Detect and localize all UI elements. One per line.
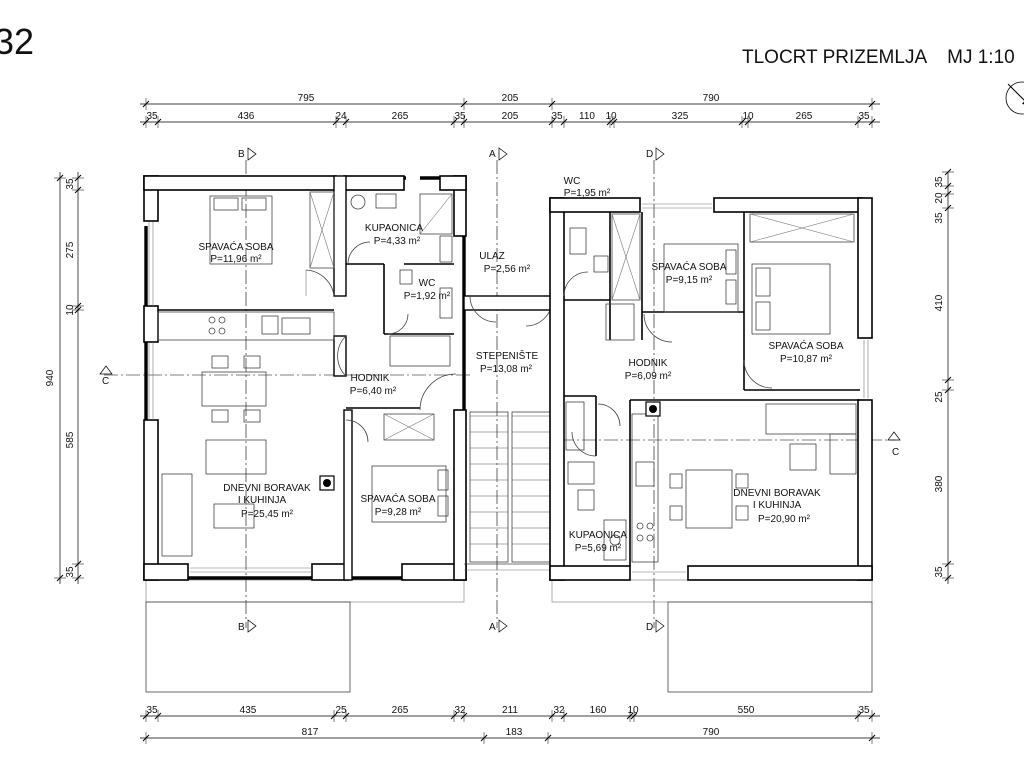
room-spavaca-soba-4-area: P=10,87 m² bbox=[780, 354, 833, 365]
room-kupaonica-2-area: P=5,69 m² bbox=[575, 543, 622, 554]
room-dnevni-1-area: P=25,45 m² bbox=[241, 509, 294, 520]
room-dnevni-1-name-1: DNEVNI BORAVAK bbox=[223, 483, 311, 494]
room-spavaca-soba-2-name: SPAVAĆA SOBA bbox=[360, 492, 435, 505]
room-kupaonica-2-name: KUPAONICA bbox=[569, 530, 627, 541]
page-number: 32 bbox=[0, 21, 35, 62]
chimney-icon bbox=[645, 401, 661, 417]
room-dnevni-2-name-1: DNEVNI BORAVAK bbox=[733, 488, 821, 499]
dim-right-detail-2: 20 bbox=[934, 192, 945, 204]
section-c-right: C bbox=[892, 447, 899, 458]
dim-left-detail-3: 10 bbox=[65, 304, 76, 316]
dim-top-detail-12: 265 bbox=[796, 111, 813, 122]
room-wc-1-name: WC bbox=[419, 278, 436, 289]
dim-bottom-detail-5: 32 bbox=[454, 705, 466, 716]
section-d-top: D bbox=[646, 149, 653, 160]
section-a-bottom: A bbox=[489, 622, 496, 633]
terraces bbox=[145, 579, 873, 693]
room-spavaca-soba-2-area: P=9,28 m² bbox=[375, 507, 422, 518]
dim-top-overall-1: 795 bbox=[298, 93, 315, 104]
dim-top-overall-3: 790 bbox=[703, 93, 720, 104]
top-dimensions: 795 205 790 35 436 24 265 35 205 35 110 … bbox=[140, 93, 880, 128]
room-wc-2-name: WC bbox=[564, 176, 581, 187]
section-b-top: B bbox=[238, 149, 245, 160]
dim-bottom-detail-1: 35 bbox=[146, 705, 158, 716]
dim-bottom-detail-2: 435 bbox=[240, 705, 257, 716]
dim-top-detail-6: 205 bbox=[502, 111, 519, 122]
dim-top-detail-10: 325 bbox=[672, 111, 689, 122]
room-hodnik-2-name: HODNIK bbox=[629, 358, 668, 369]
room-stepeniste-name: STEPENIŠTE bbox=[476, 349, 539, 362]
dim-left-detail-4: 585 bbox=[65, 431, 76, 448]
section-c-left: C bbox=[102, 376, 109, 387]
dim-right-detail-4: 410 bbox=[934, 294, 945, 311]
stair-core bbox=[463, 295, 553, 571]
section-d-bottom: D bbox=[646, 622, 653, 633]
room-spavaca-soba-4-name: SPAVAĆA SOBA bbox=[768, 339, 843, 352]
dim-top-overall-2: 205 bbox=[502, 93, 519, 104]
room-hodnik-1-area: P=6,40 m² bbox=[350, 386, 397, 397]
dim-top-detail-2: 436 bbox=[238, 111, 255, 122]
dim-top-detail-3: 24 bbox=[335, 111, 347, 122]
dim-bottom-detail-4: 265 bbox=[392, 705, 409, 716]
dim-bottom-detail-11: 35 bbox=[858, 705, 870, 716]
right-unit bbox=[549, 197, 873, 581]
dim-right-detail-6: 380 bbox=[934, 475, 945, 492]
dim-bottom-detail-8: 160 bbox=[590, 705, 607, 716]
room-dnevni-2-name-2: I KUHINJA bbox=[753, 500, 802, 511]
dim-bottom-detail-3: 25 bbox=[335, 705, 347, 716]
dim-bottom-detail-7: 32 bbox=[553, 705, 565, 716]
dim-top-detail-7: 35 bbox=[551, 111, 563, 122]
room-wc-1-area: P=1,92 m² bbox=[404, 291, 451, 302]
section-a-top: A bbox=[489, 149, 496, 160]
room-hodnik-2-area: P=6,09 m² bbox=[625, 371, 672, 382]
dim-left-detail-2: 275 bbox=[65, 241, 76, 258]
section-lines: B B A A D D C C bbox=[99, 147, 901, 633]
room-dnevni-1-name-2: I KUHINJA bbox=[238, 495, 287, 506]
dim-left-overall: 940 bbox=[45, 369, 56, 386]
dim-top-detail-1: 35 bbox=[146, 111, 158, 122]
room-ulaz-name: ULAZ bbox=[479, 251, 505, 262]
dim-right-detail-3: 35 bbox=[934, 212, 945, 224]
section-b-bottom: B bbox=[238, 622, 245, 633]
room-kupaonica-1-name: KUPAONICA bbox=[365, 223, 423, 234]
room-hodnik-1-name: HODNIK bbox=[351, 373, 390, 384]
right-dimensions: 35 20 35 410 25 380 35 bbox=[934, 168, 954, 584]
room-spavaca-soba-3-area: P=9,15 m² bbox=[666, 275, 713, 286]
room-labels: SPAVAĆA SOBA P=11,96 m² KUPAONICA P=4,33… bbox=[198, 176, 843, 554]
room-kupaonica-1-area: P=4,33 m² bbox=[374, 236, 421, 247]
left-unit bbox=[143, 175, 467, 581]
dim-bottom-overall-1: 817 bbox=[302, 727, 319, 738]
north-arrow-icon bbox=[1005, 81, 1024, 115]
bottom-dimensions: 35 435 25 265 32 211 32 160 10 550 35 81… bbox=[140, 705, 880, 744]
room-stepeniste-area: P=13,08 m² bbox=[480, 364, 533, 375]
dim-bottom-detail-10: 550 bbox=[738, 705, 755, 716]
chimney-icon bbox=[319, 475, 335, 491]
room-spavaca-soba-1-name: SPAVAĆA SOBA bbox=[198, 240, 273, 253]
dim-top-detail-11: 10 bbox=[742, 111, 754, 122]
dim-top-detail-13: 35 bbox=[858, 111, 870, 122]
dim-top-detail-8: 110 bbox=[579, 111, 595, 122]
dim-bottom-overall-3: 790 bbox=[703, 727, 720, 738]
dim-bottom-detail-9: 10 bbox=[627, 705, 639, 716]
title-scale: MJ 1:10 bbox=[947, 47, 1015, 68]
dim-left-detail-1: 35 bbox=[65, 178, 76, 190]
dim-left-detail-5: 35 bbox=[65, 566, 76, 578]
room-spavaca-soba-3-name: SPAVAĆA SOBA bbox=[651, 260, 726, 273]
title-text: TLOCRT PRIZEMLJA bbox=[742, 47, 928, 68]
dim-bottom-overall-2: 183 bbox=[506, 727, 523, 738]
dim-top-detail-5: 35 bbox=[454, 111, 466, 122]
room-ulaz-area: P=2,56 m² bbox=[484, 264, 531, 275]
room-wc-2-area: P=1,95 m² bbox=[564, 188, 611, 199]
dim-right-detail-1: 35 bbox=[934, 176, 945, 188]
left-dimensions: 940 35 275 10 585 35 bbox=[45, 172, 84, 584]
dim-top-detail-9: 10 bbox=[605, 111, 617, 122]
room-dnevni-2-area: P=20,90 m² bbox=[758, 514, 811, 525]
room-spavaca-soba-1-area: P=11,96 m² bbox=[210, 254, 262, 265]
dim-right-detail-5: 25 bbox=[934, 391, 945, 403]
dim-right-detail-7: 35 bbox=[934, 566, 945, 578]
dim-bottom-detail-6: 211 bbox=[502, 705, 518, 716]
dim-top-detail-4: 265 bbox=[392, 111, 409, 122]
drawing-title: TLOCRT PRIZEMLJA MJ 1:10 bbox=[742, 47, 1024, 69]
